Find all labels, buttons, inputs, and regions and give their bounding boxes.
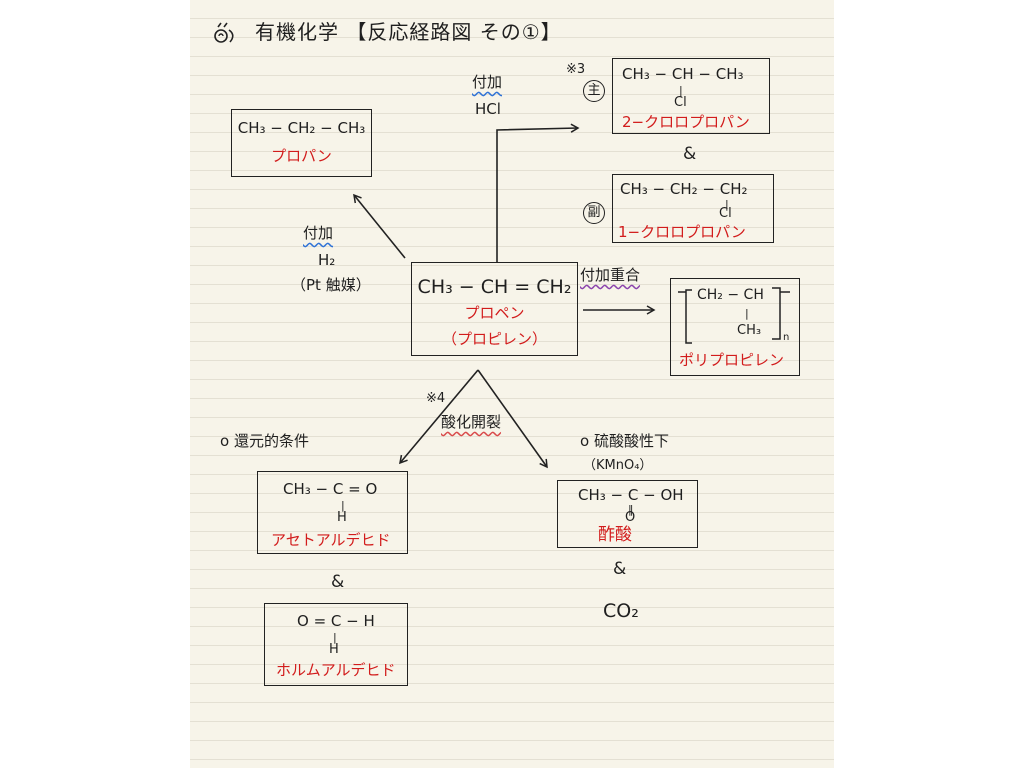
polymer-box: [670, 278, 800, 376]
carbon-dioxide: CO₂: [603, 600, 639, 622]
oxidative-cleavage-label: 酸化開裂: [441, 413, 502, 431]
major-product-box: [612, 58, 770, 134]
arrow-to-chloropropane: [496, 123, 580, 262]
notebook-page: [190, 0, 834, 768]
page-title: 有機化学 【反応経路図 その①】: [255, 20, 562, 44]
formaldehyde-box: [264, 603, 408, 686]
acetaldehyde-branch: H: [337, 510, 347, 525]
title-icon: [208, 21, 238, 52]
note-3: ※3: [566, 62, 586, 77]
formaldehyde-formula: O = C − H: [297, 612, 375, 630]
arrow-to-acidic-products: [477, 369, 548, 469]
hcl-reagent: HCl: [475, 100, 501, 118]
acetaldehyde-name: アセトアルデヒド: [271, 531, 391, 549]
polymer-branch-bond: |: [745, 307, 749, 320]
polymer-name: ポリプロピレン: [679, 351, 785, 369]
propene-name: プロペン: [464, 304, 525, 322]
polymer-bracket-right: [772, 287, 781, 340]
note-4: ※4: [426, 391, 446, 406]
polymer-bracket-left: [685, 289, 692, 344]
minor-branch-bond: |: [725, 198, 729, 211]
propane-name: プロパン: [271, 147, 332, 165]
arrow-to-propane: [353, 193, 406, 259]
propene-alt-name: （プロピレン）: [441, 330, 547, 348]
swirl-doodle-icon: [214, 22, 234, 43]
propene-formula: CH₃ − CH = CH₂: [417, 276, 572, 298]
minor-marker: 副: [583, 202, 605, 224]
polymer-subscript: n: [783, 332, 790, 343]
hcl-addition-label: 付加: [472, 73, 503, 91]
minor-formula: CH₃ − CH₂ − CH₂: [620, 180, 748, 198]
formaldehyde-name: ホルムアルデヒド: [276, 661, 396, 679]
acetaldehyde-formula: CH₃ − C = O: [283, 480, 378, 498]
hydrogenation-catalyst: （Pt 触媒）: [291, 276, 371, 294]
acetic-acid-formula: CH₃ − C − OH: [578, 486, 684, 504]
major-marker: 主: [583, 80, 605, 102]
minor-branch: Cl: [719, 206, 732, 221]
propane-box: [231, 109, 372, 177]
polymer-formula: CH₂ − CH: [697, 287, 764, 303]
hydrogenation-label: 付加: [303, 224, 334, 242]
formaldehyde-branch: H: [329, 642, 339, 657]
acetaldehyde-box: [257, 471, 408, 554]
polymer-branch: CH₃: [737, 323, 762, 338]
reducing-condition: o 還元的条件: [220, 432, 309, 450]
hcl-and: &: [683, 144, 697, 164]
minor-name: 1−クロロプロパン: [618, 223, 746, 241]
acidic-condition: o 硫酸酸性下: [580, 432, 669, 450]
major-name: 2−クロロプロパン: [622, 113, 750, 131]
propene-box: [411, 262, 578, 356]
acidic-reagent: （KMnO₄）: [583, 458, 653, 473]
acetic-acid-box: [557, 480, 698, 548]
propane-formula: CH₃ − CH₂ − CH₃: [237, 119, 366, 137]
major-branch: Cl: [674, 95, 687, 110]
major-formula: CH₃ − CH − CH₃: [622, 65, 744, 83]
polymerization-label: 付加重合: [580, 266, 641, 284]
arrow-to-reducing-products: [399, 369, 479, 465]
acidic-and: &: [613, 559, 627, 579]
major-branch-bond: |: [679, 84, 683, 97]
acetic-acid-branch-bond: ‖: [628, 503, 634, 516]
acetic-acid-branch: O: [625, 510, 636, 525]
acetaldehyde-branch-bond: |: [341, 499, 345, 512]
formaldehyde-branch-bond: |: [333, 631, 337, 644]
hydrogenation-reagent: H₂: [318, 251, 336, 269]
minor-product-box: [612, 174, 774, 243]
reducing-and: &: [331, 572, 345, 592]
acetic-acid-name: 酢酸: [598, 525, 632, 545]
